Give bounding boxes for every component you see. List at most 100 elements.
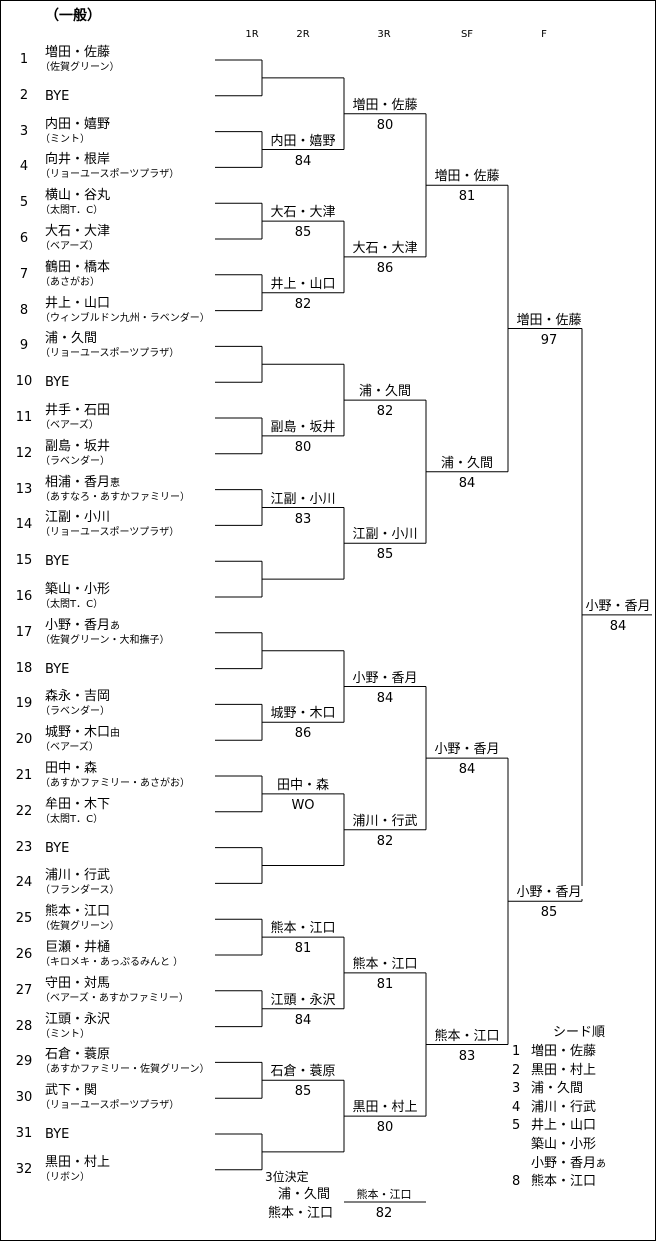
winner-score: 82 xyxy=(294,296,312,312)
entry-number: 14 xyxy=(15,517,33,533)
entry-club: （ラベンダー） xyxy=(40,706,110,718)
seed-name: 黒田・村上 xyxy=(531,1062,597,1078)
entry-name: 浦・久間 xyxy=(45,331,98,347)
entry-club: （リョーユースポーツプラザ） xyxy=(40,348,180,360)
entry-number: 30 xyxy=(15,1090,33,1106)
entry-name: 副島・坂井 xyxy=(45,438,111,454)
entry-number: 29 xyxy=(15,1054,33,1070)
third-place-player-2: 熊本・江口 xyxy=(268,1206,334,1221)
entry-number: 23 xyxy=(15,839,33,855)
entry-club: （ミント） xyxy=(40,133,90,145)
entry-mark: あ xyxy=(110,620,120,632)
winner-score: 84 xyxy=(609,618,627,634)
winner-name: 浦・久間 xyxy=(345,385,425,399)
entry-number: 5 xyxy=(19,195,29,211)
round-header-sf: SF xyxy=(460,29,474,40)
entry-club: （リョーユースポーツプラザ） xyxy=(40,169,180,181)
entry-number: 20 xyxy=(15,732,33,748)
entry-club: （ミント） xyxy=(40,1028,90,1040)
entry-name: 井手・石田 xyxy=(45,403,111,418)
seed-name: 築山・小形 xyxy=(531,1137,597,1152)
entry-name: 江頭・永沢 xyxy=(45,1011,111,1027)
entry-club: （ウィンブルドン九州・ラベンダー） xyxy=(40,312,210,324)
winner-score: 86 xyxy=(376,260,394,276)
entry-number: 13 xyxy=(15,481,33,497)
entry-club: （佐賀グリーン） xyxy=(40,921,120,933)
winner-score: 85 xyxy=(540,905,558,921)
winner-score: WO xyxy=(291,797,315,813)
seed-rank: 1 xyxy=(512,1044,521,1059)
winner-score: 83 xyxy=(458,1048,476,1064)
entry-number: 1 xyxy=(19,52,29,67)
entry-name: 牟田・木下 xyxy=(45,796,111,812)
winner-name: 小野・香月 xyxy=(509,886,589,900)
entry-bye-name: BYE xyxy=(45,375,70,391)
round-header-3r: 3R xyxy=(377,29,391,40)
entry-club: （太閤T．C） xyxy=(40,813,104,825)
winner-name: 熊本・江口 xyxy=(427,1029,507,1043)
winner-name: 増田・佐藤 xyxy=(509,313,589,327)
entry-name: 黒田・村上 xyxy=(45,1154,111,1170)
entry-name: 小野・香月 xyxy=(45,617,111,633)
entry-name: 内田・嬉野 xyxy=(45,116,111,132)
entry-name: 熊本・江口 xyxy=(45,904,111,920)
entry-number: 21 xyxy=(15,768,33,783)
seed-name: 熊本・江口 xyxy=(531,1174,597,1190)
winner-name: 井上・山口 xyxy=(263,277,343,291)
winner-name: 江副・小川 xyxy=(263,492,343,506)
entry-name: 築山・小形 xyxy=(45,582,111,597)
entry-number: 6 xyxy=(19,231,29,246)
entry-name: 大石・大津 xyxy=(45,224,111,239)
entry-club: （佐賀グリーン） xyxy=(40,62,120,73)
entry-club: （あすかファミリー・あさがお） xyxy=(40,778,190,789)
seed-rank: 3 xyxy=(512,1081,521,1097)
winner-name: 熊本・江口 xyxy=(345,957,425,971)
entry-number: 2 xyxy=(19,87,29,103)
page-title: （一般） xyxy=(45,8,101,24)
entry-name: 浦川・行武 xyxy=(45,868,111,884)
seed-name: 浦川・行武 xyxy=(531,1099,597,1115)
winner-score: 84 xyxy=(294,1012,312,1028)
winner-score: 84 xyxy=(294,153,312,169)
entry-name: 鶴田・橋本 xyxy=(45,259,111,275)
entry-number: 3 xyxy=(19,123,29,139)
entry-club: （あさがお） xyxy=(40,276,100,288)
entry-bye-name: BYE xyxy=(45,554,70,570)
entry-name: 横山・谷丸 xyxy=(45,188,111,204)
entry-club: （ベアーズ） xyxy=(40,241,99,252)
entry-name: 武下・関 xyxy=(45,1083,98,1099)
entry-number: 11 xyxy=(15,410,33,425)
winner-name: 江副・小川 xyxy=(345,528,425,542)
third-place-winner: 熊本・江口 xyxy=(356,1188,412,1201)
winner-name: 浦・久間 xyxy=(427,456,507,470)
winner-name: 内田・嬉野 xyxy=(263,134,343,148)
seed-name: 井上・山口 xyxy=(531,1118,597,1134)
entry-number: 8 xyxy=(19,302,29,318)
entry-number: 9 xyxy=(19,338,29,354)
entry-number: 4 xyxy=(19,159,29,175)
entry-name: 石倉・蓑原 xyxy=(45,1047,111,1063)
entry-club: （フランダース） xyxy=(40,885,120,897)
entry-number: 7 xyxy=(19,266,29,282)
winner-name: 小野・香月 xyxy=(583,599,653,613)
round-header-1r: 1R xyxy=(245,29,259,40)
third-place-score: 82 xyxy=(375,1206,393,1221)
entry-name: 井上・山口 xyxy=(45,295,111,311)
entry-club: （ベアーズ） xyxy=(40,420,99,431)
winner-name: 増田・佐藤 xyxy=(345,98,425,112)
seed-list-title: シード順 xyxy=(553,1025,606,1040)
winner-name: 田中・森 xyxy=(263,778,343,792)
third-place-player-1: 浦・久間 xyxy=(278,1187,331,1202)
winner-score: 85 xyxy=(294,1084,312,1100)
entry-number: 27 xyxy=(15,982,33,998)
entry-club: （太閤T．C） xyxy=(40,205,104,217)
winner-name: 大石・大津 xyxy=(345,241,425,255)
winner-score: 81 xyxy=(376,976,394,992)
seed-mark: あ xyxy=(596,1158,606,1170)
winner-score: 85 xyxy=(294,225,312,241)
third-place-label: 3位決定 xyxy=(265,1170,309,1184)
entry-club: （ベアーズ・あすかファミリー） xyxy=(40,992,189,1004)
entry-name: 城野・木口 xyxy=(45,725,111,741)
entry-number: 15 xyxy=(15,553,33,569)
